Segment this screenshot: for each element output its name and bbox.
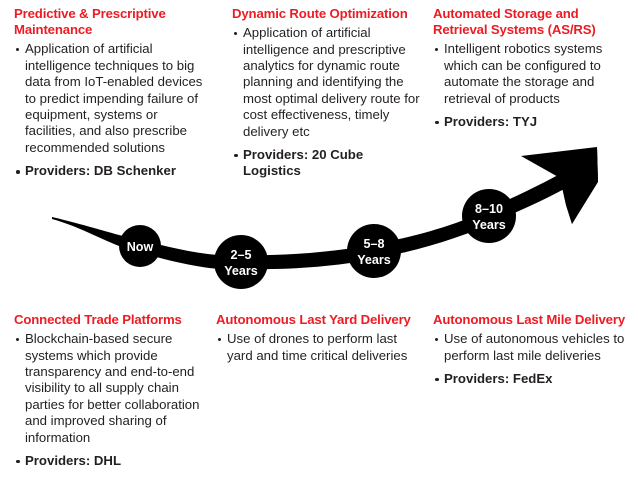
timeline-node-2-5-years-label-line2: Years bbox=[224, 264, 258, 278]
card-heading: Autonomous Last Yard Delivery bbox=[216, 312, 411, 327]
provider-item: Providers: DB Schenker bbox=[14, 163, 204, 179]
card-bullet-list: Application of artificial intelligence t… bbox=[14, 41, 204, 179]
topic-card-automated-storage-retrieval: Automated Storage and Retrieval Systems … bbox=[433, 6, 629, 131]
card-bullet-list: Intelligent robotics systems which can b… bbox=[433, 41, 629, 130]
timeline-node-5-8-years[interactable] bbox=[347, 224, 401, 278]
timeline-node-2-5-years[interactable] bbox=[214, 235, 268, 289]
topic-card-autonomous-last-mile-delivery: Autonomous Last Mile Delivery Use of aut… bbox=[433, 312, 635, 388]
provider-item: Providers: FedEx bbox=[433, 371, 635, 387]
card-bullet-list: Use of drones to perform last yard and t… bbox=[216, 331, 418, 364]
timeline-node-2-5-years-label-line1: 2–5 bbox=[230, 248, 251, 262]
card-heading: Predictive & Prescriptive Maintenance bbox=[14, 6, 166, 38]
card-heading: Automated Storage and Retrieval Systems … bbox=[433, 6, 596, 38]
timeline-node-8-10-years-label-line2: Years bbox=[472, 218, 506, 232]
topic-card-autonomous-last-yard-delivery: Autonomous Last Yard Delivery Use of dro… bbox=[216, 312, 418, 365]
topic-card-dynamic-route-optimization: Dynamic Route Optimization Application o… bbox=[232, 6, 424, 181]
provider-item: Providers: 20 Cube Logistics bbox=[232, 147, 424, 180]
timeline-node-5-8-years-label-line1: 5–8 bbox=[363, 237, 384, 251]
timeline-node-5-8-years-label-line2: Years bbox=[357, 253, 391, 267]
timeline-node-8-10-years[interactable] bbox=[462, 189, 516, 243]
bullet-item: Use of autonomous vehicles to perform la… bbox=[433, 331, 635, 364]
topic-card-predictive-maintenance: Predictive & Prescriptive Maintenance Ap… bbox=[14, 6, 204, 181]
timeline-node-now[interactable] bbox=[119, 225, 161, 267]
provider-item: Providers: TYJ bbox=[433, 114, 629, 130]
bullet-item: Use of drones to perform last yard and t… bbox=[216, 331, 418, 364]
bullet-item: Application of artificial intelligence a… bbox=[232, 25, 424, 140]
card-bullet-list: Blockchain-based secure systems which pr… bbox=[14, 331, 202, 469]
card-heading: Connected Trade Platforms bbox=[14, 312, 182, 327]
arrowhead-tail-icon bbox=[566, 147, 598, 224]
timeline-tail-segment bbox=[52, 217, 140, 252]
timeline-node-8-10-years-label-line1: 8–10 bbox=[475, 202, 503, 216]
timeline-segment-3 bbox=[372, 210, 494, 258]
card-heading: Autonomous Last Mile Delivery bbox=[433, 312, 626, 327]
timeline-segment-2 bbox=[239, 245, 376, 270]
timeline-segment-4 bbox=[487, 163, 588, 222]
card-heading: Dynamic Route Optimization bbox=[232, 6, 408, 21]
card-bullet-list: Use of autonomous vehicles to perform la… bbox=[433, 331, 635, 387]
bullet-item: Intelligent robotics systems which can b… bbox=[433, 41, 629, 107]
bullet-item: Blockchain-based secure systems which pr… bbox=[14, 331, 202, 446]
timeline-node-now-label: Now bbox=[127, 240, 154, 254]
bullet-item: Application of artificial intelligence t… bbox=[14, 41, 204, 156]
card-bullet-list: Application of artificial intelligence a… bbox=[232, 25, 424, 180]
topic-card-connected-trade-platforms: Connected Trade Platforms Blockchain-bas… bbox=[14, 312, 202, 470]
provider-item: Providers: DHL bbox=[14, 453, 202, 469]
arrowhead-icon bbox=[521, 147, 597, 205]
arrowhead-fill-icon bbox=[560, 147, 598, 224]
timeline-segment-1 bbox=[138, 239, 241, 270]
